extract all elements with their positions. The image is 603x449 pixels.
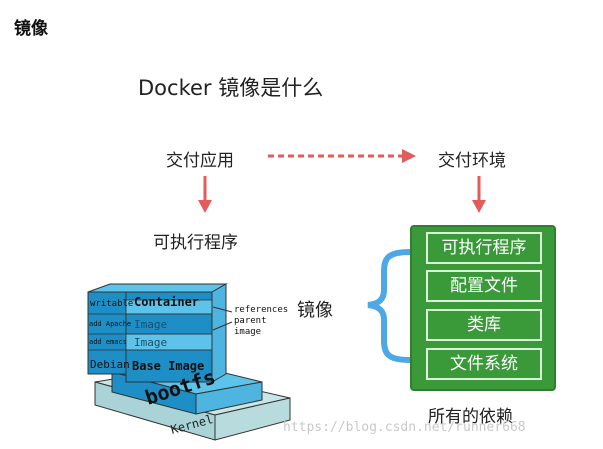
diagram-title: Docker 镜像是什么 [138, 76, 324, 100]
label-parent: parent [234, 316, 267, 326]
node-dependencies: 所有的依赖 [428, 407, 513, 427]
label-debian: Debian [90, 358, 130, 371]
label-image-ref: image [234, 327, 261, 337]
page-heading: 镜像 [14, 19, 48, 39]
label-add-emacs: add emacs [89, 338, 127, 346]
label-add-apache: add Apache [89, 320, 131, 328]
label-image-2: Image [134, 336, 167, 349]
label-container: Container [134, 295, 199, 309]
env-item-libraries: 类库 [426, 309, 542, 341]
bracket-icon [367, 249, 413, 363]
arrow-env-down [472, 176, 486, 213]
docker-layers-illustration [87, 283, 291, 441]
env-item-executable: 可执行程序 [426, 232, 542, 264]
arrow-app-down [198, 176, 212, 213]
label-writable: writable [90, 299, 133, 309]
environment-box: 可执行程序 配置文件 类库 文件系统 [410, 225, 556, 391]
arrow-app-to-env [268, 149, 416, 163]
env-item-config: 配置文件 [426, 270, 542, 302]
label-base-image: Base Image [132, 359, 204, 373]
watermark: https://blog.csdn.net/runner668 [283, 420, 526, 435]
env-item-filesystem: 文件系统 [426, 348, 542, 380]
label-references: references [234, 305, 288, 315]
node-executable: 可执行程序 [153, 233, 238, 253]
label-image-1: Image [134, 318, 167, 331]
node-deliver-env: 交付环境 [438, 151, 506, 171]
node-deliver-app: 交付应用 [166, 151, 234, 171]
node-image-label: 镜像 [297, 300, 333, 321]
